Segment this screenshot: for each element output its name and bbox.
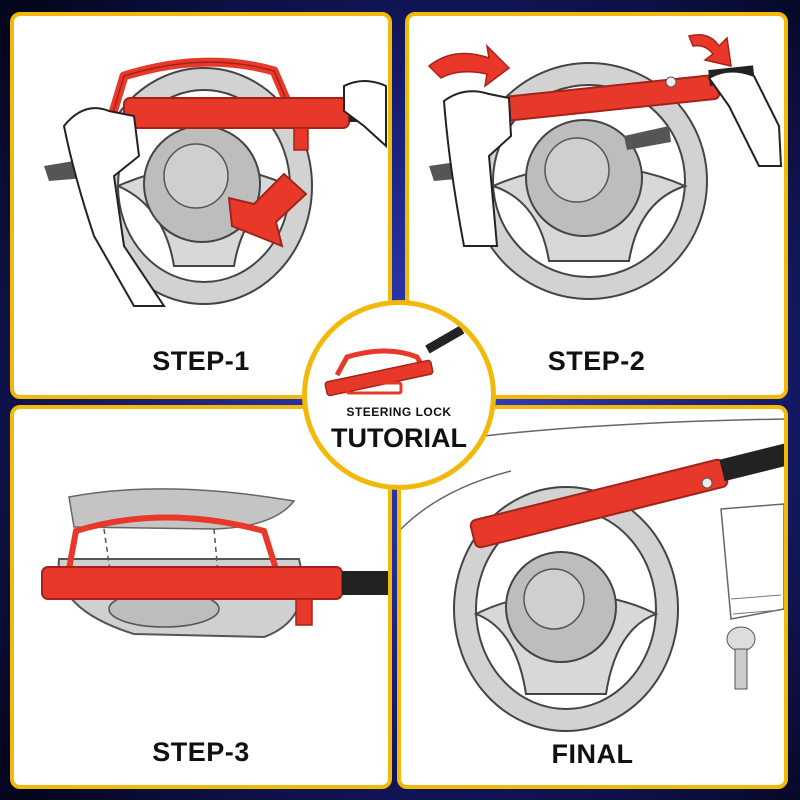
steering-lock-icon bbox=[469, 442, 784, 549]
hand-icon bbox=[343, 80, 387, 149]
step-1-panel: STEP-1 bbox=[10, 12, 392, 399]
badge-illustration bbox=[324, 325, 465, 397]
steering-wheel-icon bbox=[57, 488, 304, 639]
badge-title: TUTORIAL bbox=[331, 423, 467, 453]
steering-lock-icon bbox=[41, 514, 388, 626]
arrow-icon bbox=[227, 172, 308, 248]
step-3-label: STEP-3 bbox=[152, 737, 250, 767]
step-2-illustration bbox=[427, 34, 783, 300]
step-1-label: STEP-1 bbox=[152, 346, 250, 376]
final-label: FINAL bbox=[551, 739, 634, 769]
steering-lock-icon bbox=[324, 325, 465, 397]
final-panel: FINAL bbox=[397, 405, 788, 789]
step-1-illustration bbox=[44, 57, 387, 307]
badge-subtitle: STEERING LOCK bbox=[346, 405, 452, 419]
tutorial-badge: STEERING LOCK TUTORIAL bbox=[302, 300, 496, 490]
final-illustration bbox=[401, 418, 784, 732]
step-3-panel: STEP-3 bbox=[10, 405, 392, 789]
step-2-label: STEP-2 bbox=[547, 346, 646, 376]
hand-icon bbox=[62, 107, 166, 307]
hand-icon bbox=[442, 90, 513, 247]
steering-wheel-icon bbox=[453, 486, 679, 732]
hand-icon bbox=[707, 70, 783, 167]
rotate-arrow-icon bbox=[427, 43, 511, 88]
rotate-arrow-icon bbox=[687, 34, 732, 67]
steering-lock-icon bbox=[104, 57, 385, 151]
step-3-illustration bbox=[41, 488, 388, 639]
